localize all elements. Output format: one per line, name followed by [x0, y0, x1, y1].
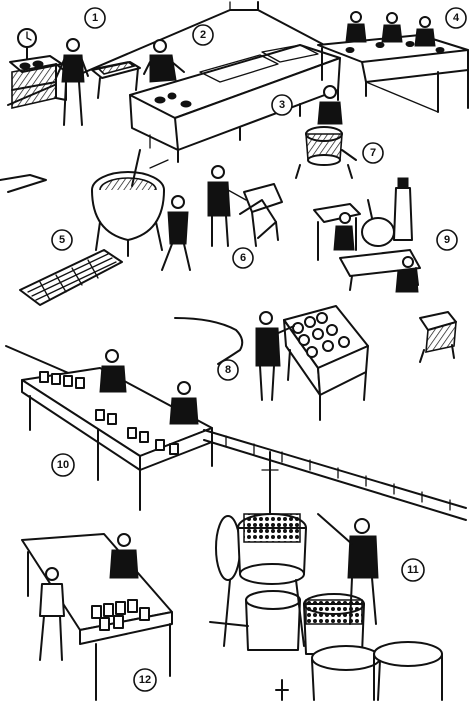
- station-10-packing-table: [5, 345, 213, 511]
- packing-table-jars: [39, 371, 179, 455]
- overhead-conveyor-rail: [203, 429, 467, 531]
- station-marker-8: 8: [217, 359, 239, 381]
- labelling-table-cans: [91, 599, 150, 631]
- station-marker-12: 12: [133, 668, 157, 692]
- station-label-7: 7: [370, 147, 376, 159]
- station-label-8: 8: [225, 364, 231, 376]
- station-marker-10: 10: [51, 453, 75, 477]
- station-4-sorting-table: [317, 11, 469, 113]
- station-12-labelling-table: [21, 533, 173, 701]
- kettle-discharge-rack: [19, 249, 123, 306]
- station-label-2: 2: [200, 29, 206, 41]
- station-6-pulper: [207, 165, 283, 247]
- station-marker-3: 3: [271, 94, 293, 116]
- worker-station-1: [55, 38, 89, 126]
- station-11-retort: [209, 513, 307, 651]
- station-5-kettle: [0, 149, 169, 257]
- station-label-6: 6: [240, 252, 246, 264]
- worker-station-11: [317, 513, 379, 625]
- empty-can-rack: [419, 311, 457, 363]
- station-label-10: 10: [57, 459, 69, 471]
- station-number-markers: 1 2 3 4 5 6 7 8: [51, 7, 467, 692]
- station-marker-7: 7: [362, 142, 384, 164]
- station-marker-6: 6: [232, 247, 254, 269]
- station-7-blancher: [295, 85, 357, 179]
- station-marker-2: 2: [192, 24, 214, 46]
- station-label-11: 11: [407, 564, 419, 576]
- station-8-hose-and-tray: [174, 305, 369, 421]
- station-marker-11: 11: [401, 558, 425, 582]
- can-tray-contents: [292, 312, 350, 358]
- station-2-3-washing-table: [91, 44, 341, 163]
- station-label-4: 4: [453, 12, 460, 24]
- station-marker-1: 1: [84, 7, 106, 29]
- cooling-tanks: [275, 593, 443, 701]
- station-1-scale-and-crates: [9, 28, 67, 110]
- worker-station-5: [161, 195, 191, 271]
- station-label-9: 9: [444, 234, 450, 246]
- station-marker-9: 9: [436, 229, 458, 251]
- station-marker-5: 5: [51, 229, 73, 251]
- station-9-filler-machine: [313, 177, 421, 293]
- station-label-1: 1: [92, 12, 98, 24]
- station-label-3: 3: [279, 99, 285, 111]
- worker-station-2: [143, 39, 185, 83]
- station-label-5: 5: [59, 234, 65, 246]
- station-marker-4: 4: [445, 7, 467, 29]
- station-label-12: 12: [139, 674, 151, 686]
